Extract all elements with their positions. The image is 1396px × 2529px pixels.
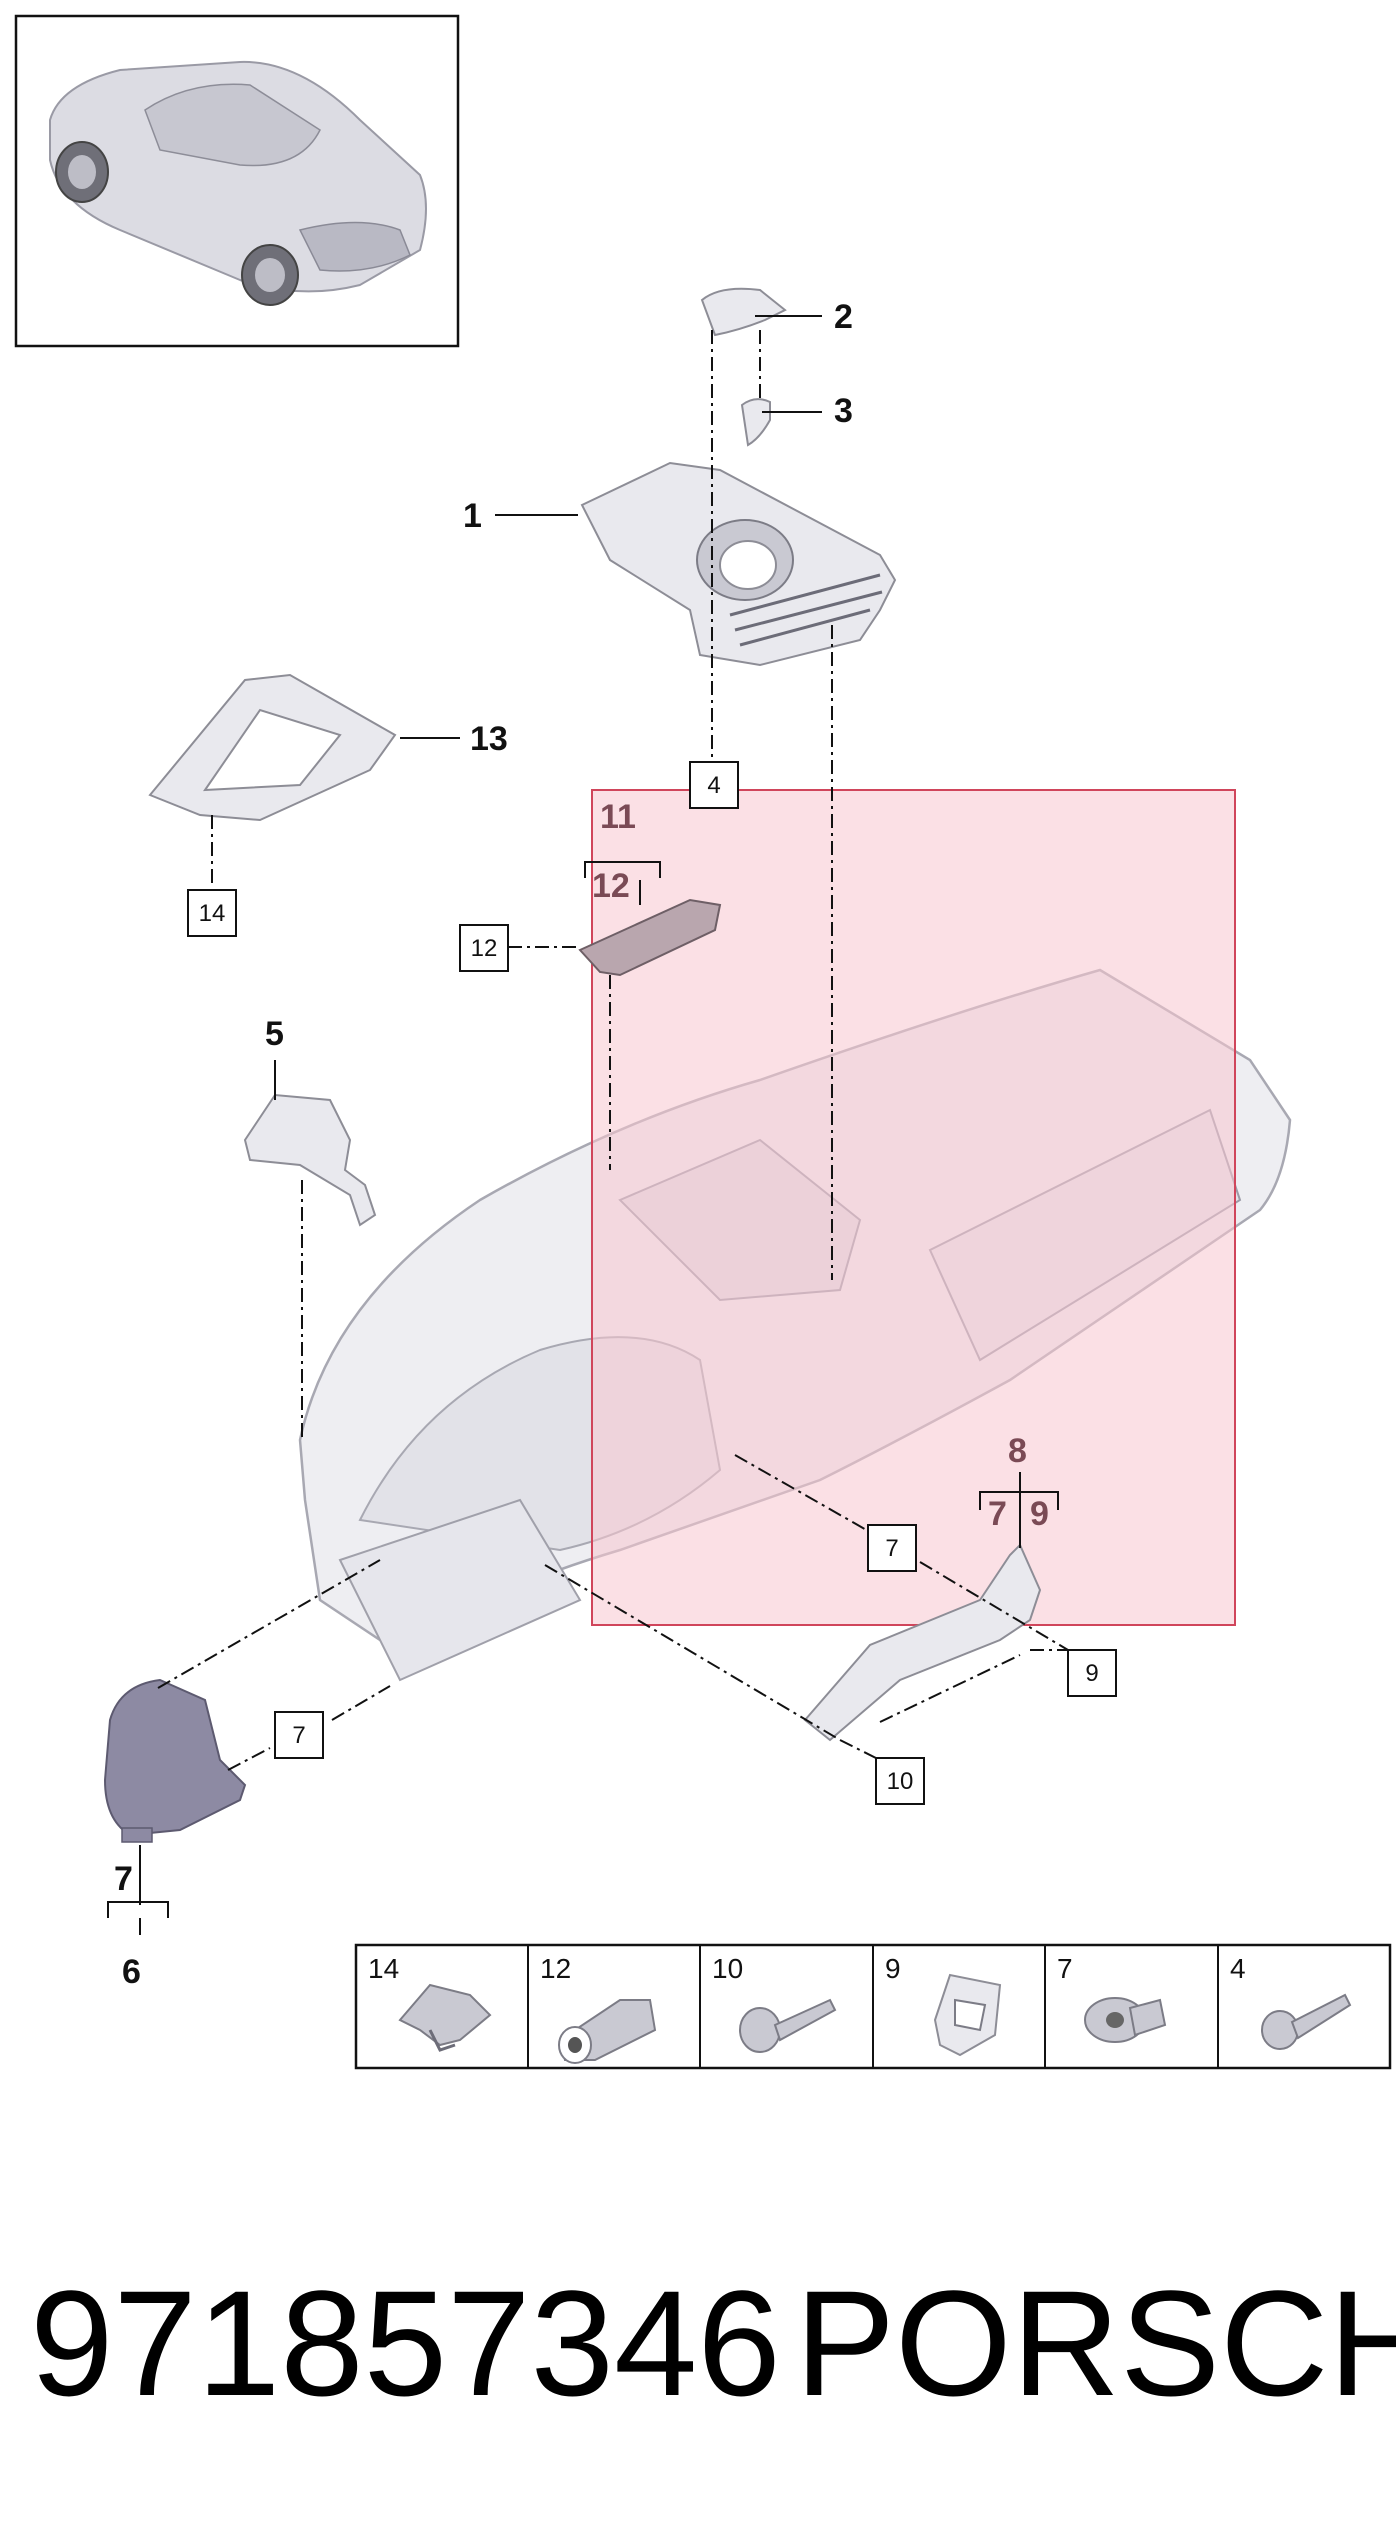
legend-cell-7[interactable]: 7	[1057, 1953, 1167, 2043]
fastener-legend: 14 12 10 9	[354, 1943, 1392, 2070]
vehicle-thumbnail	[14, 14, 460, 348]
legend-cell-12[interactable]: 12	[540, 1953, 657, 2064]
ref-box-14: 14	[187, 889, 237, 937]
svg-text:4: 4	[1230, 1953, 1246, 1984]
ref-box-7-upper: 7	[867, 1524, 917, 1572]
boxed-refs: 4 14 12 7 7 9 10	[187, 761, 1117, 1805]
legend-cell-9[interactable]: 9	[885, 1953, 1002, 2057]
legend-cell-14[interactable]: 14	[368, 1953, 492, 2052]
callout-7: 7	[114, 1860, 133, 1898]
svg-text:14: 14	[199, 900, 226, 927]
part-number: 971857346	[30, 2259, 781, 2427]
ref-box-10: 10	[875, 1757, 925, 1805]
callout-2: 2	[834, 298, 853, 336]
svg-text:12: 12	[540, 1953, 571, 1984]
part-1-center-vent-panel[interactable]	[580, 461, 897, 667]
svg-text:14: 14	[368, 1953, 399, 1984]
leader-lines	[107, 315, 1059, 1935]
svg-text:12: 12	[471, 935, 498, 962]
callout-13: 13	[470, 720, 508, 758]
expansion-nut-icon	[558, 1999, 657, 2064]
flange-screw-icon	[739, 1998, 837, 2053]
svg-text:10: 10	[712, 1953, 743, 1984]
svg-text:4: 4	[707, 772, 720, 799]
part-13-trim-frame[interactable]	[148, 673, 397, 822]
callout-1: 1	[463, 497, 482, 535]
svg-text:7: 7	[885, 1535, 898, 1562]
callout-11: 11	[600, 798, 636, 836]
svg-text:9: 9	[1085, 1660, 1098, 1687]
callout-labels: 1 2 3 13 5 11 12 8 7 9 7 6	[114, 298, 1049, 1991]
part-5-side-trim[interactable]	[243, 1093, 377, 1227]
callout-3: 3	[834, 392, 853, 430]
part-11-air-vent[interactable]	[578, 898, 722, 977]
callout-7b: 7	[988, 1495, 1007, 1533]
assembly-lines	[157, 330, 1069, 1771]
callout-6: 6	[122, 1953, 141, 1991]
callout-5: 5	[265, 1015, 284, 1053]
ref-box-4: 4	[689, 761, 739, 809]
part-6-end-cap[interactable]	[103, 1678, 247, 1843]
part-2-cap[interactable]	[700, 287, 787, 337]
callout-8: 8	[1008, 1432, 1027, 1470]
screw-icon	[1261, 1993, 1352, 2050]
ref-box-7-lower: 7	[274, 1711, 324, 1759]
svg-text:7: 7	[1057, 1953, 1073, 1984]
svg-text:9: 9	[885, 1953, 901, 1984]
brand-name: PORSCHE	[795, 2259, 1396, 2427]
rivet-nut-icon	[1084, 1997, 1167, 2043]
ref-box-9: 9	[1067, 1649, 1117, 1697]
part-8-glovebox-bracket[interactable]	[803, 1543, 1042, 1742]
car-icon	[49, 60, 427, 306]
legend-cell-4[interactable]: 4	[1230, 1953, 1352, 2050]
svg-text:7: 7	[292, 1722, 305, 1749]
svg-text:10: 10	[887, 1768, 914, 1795]
bracket-clip-icon	[933, 1973, 1002, 2057]
clip-icon	[398, 1983, 492, 2052]
part-3-insert[interactable]	[740, 398, 771, 447]
callout-12: 12	[592, 867, 630, 905]
ref-box-12: 12	[459, 924, 509, 972]
legend-cell-10[interactable]: 10	[712, 1953, 837, 2053]
callout-9b: 9	[1030, 1495, 1049, 1533]
